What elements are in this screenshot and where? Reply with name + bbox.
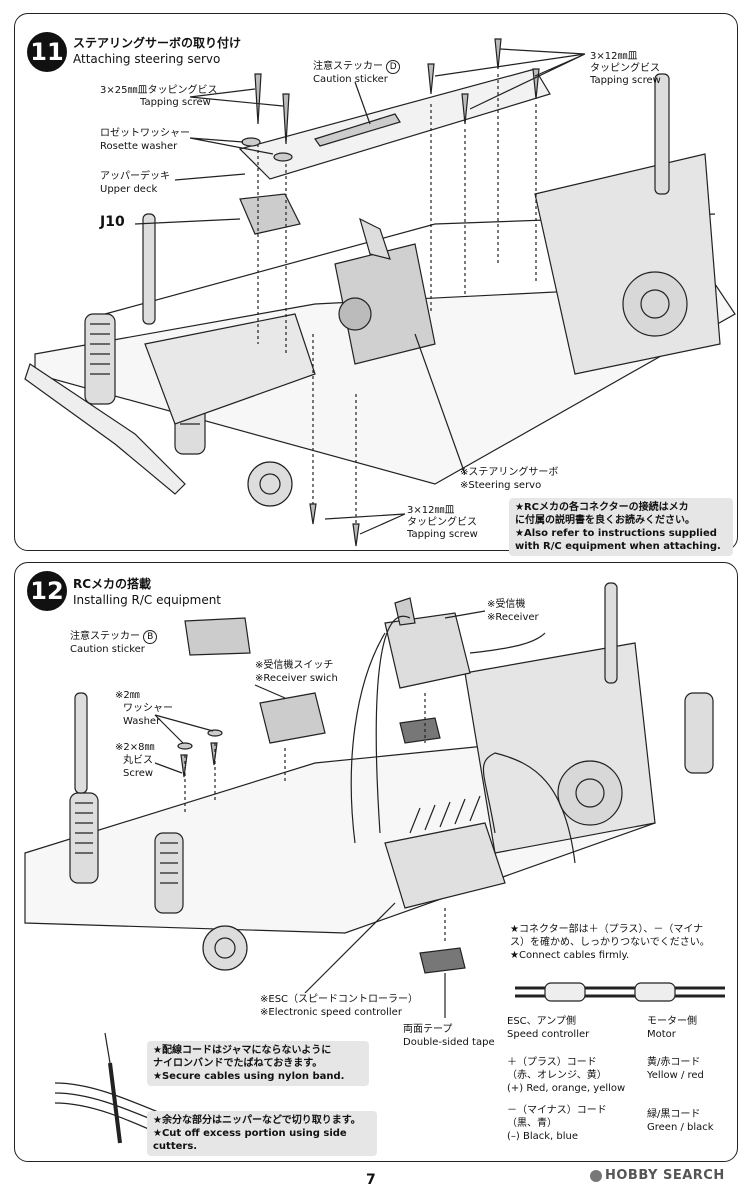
screw-12-bottom-jp2: タッピングビス xyxy=(407,517,477,528)
step-11-illustration xyxy=(24,38,736,547)
washer-en: Washer xyxy=(123,716,161,727)
steering-servo-en: ※Steering servo xyxy=(460,480,542,491)
step-12-title-en: Installing R/C equipment xyxy=(73,593,222,607)
note-jp-line1: ★RCメカの各コネクターの接続はメカ xyxy=(515,502,689,513)
motor-side-jp: モーター側 xyxy=(647,1016,697,1027)
note-jp-line2: に付属の説明書を良くお読みください。 xyxy=(515,515,695,526)
rosette-washer-en: Rosette washer xyxy=(100,141,178,152)
note-en-line2: with R/C equipment when attaching. xyxy=(515,541,721,552)
tape-label-jp: 両面テープ xyxy=(403,1024,453,1035)
plus-motor-jp: 黄/赤コード xyxy=(647,1057,701,1068)
step-12-illustration xyxy=(24,582,725,1144)
motor-side-en: Motor xyxy=(647,1029,676,1040)
caution-sticker-d-jp: 注意ステッカー D xyxy=(313,60,401,74)
part-j10-label: J10 xyxy=(100,214,125,230)
step-11-title-en: Attaching steering servo xyxy=(73,52,221,66)
minus-cord-jp1: －（マイナス）コード xyxy=(507,1105,607,1116)
band-note-en: ★Secure cables using nylon band. xyxy=(153,1071,345,1082)
sticker-letter-d: D xyxy=(386,60,401,74)
cut-note-jp: ★余分な部分はニッパーなどで切り取ります。 xyxy=(153,1115,361,1126)
screw-2x8-jp1: ※2×8㎜ xyxy=(115,742,155,753)
sticker-letter-b: B xyxy=(143,630,158,644)
step-11-title-jp: ステアリングサーボの取り付け xyxy=(73,36,242,50)
plus-cord-jp1: ＋（プラス）コード xyxy=(507,1057,597,1068)
screw-25-label-jp: 3×25㎜皿タッピングビス xyxy=(100,85,218,96)
receiver-en: ※Receiver xyxy=(487,612,539,623)
cut-note-en: ★Cut off excess portion using side cutte… xyxy=(153,1128,347,1152)
note-en-line1: ★Also refer to instructions supplied xyxy=(515,528,717,539)
minus-cord-en: (–) Black, blue xyxy=(507,1131,579,1142)
minus-motor-jp: 緑/黒コード xyxy=(647,1109,701,1120)
screw-12-bottom-en: Tapping screw xyxy=(407,529,478,540)
washer-jp1: ※2㎜ xyxy=(115,690,140,701)
caution-sticker-b-jp: 注意ステッカー B xyxy=(70,630,158,644)
screw-12-right-jp2: タッピングビス xyxy=(590,63,660,74)
plus-motor-en: Yellow / red xyxy=(647,1070,704,1081)
watermark-text: HOBBY SEARCH xyxy=(605,1168,725,1183)
connector-note-en: ★Connect cables firmly. xyxy=(510,950,630,961)
upper-deck-en: Upper deck xyxy=(100,184,158,195)
step-12-title-jp: RCメカの搭載 xyxy=(73,577,152,591)
esc-side-jp: ESC、アンプ側 xyxy=(507,1016,576,1027)
esc-label-en: ※Electronic speed controller xyxy=(260,1007,402,1018)
watermark-logo: HOBBY SEARCH xyxy=(590,1168,725,1183)
screw-25-label-en: Tapping screw xyxy=(140,97,211,108)
watermark-icon xyxy=(590,1169,602,1182)
connector-note-jp2: ス）を確かめ、しっかりつないでください。 xyxy=(510,937,710,948)
step-11-panel: 11 ステアリングサーボの取り付け Attaching steering ser… xyxy=(14,13,738,556)
screw-12-right-jp1: 3×12㎜皿 xyxy=(590,51,638,62)
screw-12-right-en: Tapping screw xyxy=(590,75,661,86)
plus-cord-jp2: （赤、オレンジ、黄） xyxy=(507,1070,607,1081)
tape-label-en: Double-sided tape xyxy=(403,1037,495,1048)
step-12-panel: 12 RCメカの搭載 Installing R/C equipment 注意ステ… xyxy=(14,562,738,1162)
plus-cord-en: (+) Red, orange, yellow xyxy=(507,1083,626,1094)
receiver-jp: ※受信機 xyxy=(487,599,526,610)
step-number-12: 12 xyxy=(27,571,67,611)
minus-cord-jp2: （黒、青） xyxy=(507,1118,557,1129)
receiver-switch-jp: ※受信機スイッチ xyxy=(255,660,334,671)
rc-instructions-note: ★RCメカの各コネクターの接続はメカ に付属の説明書を良くお読みください。 ★A… xyxy=(509,498,733,556)
page-number: 7 xyxy=(366,1172,376,1188)
minus-motor-en: Green / black xyxy=(647,1122,714,1133)
esc-side-en: Speed controller xyxy=(507,1029,590,1040)
steering-servo-jp: ※ステアリングサーボ xyxy=(460,467,559,478)
receiver-switch-en: ※Receiver swich xyxy=(255,673,338,684)
screw-12-bottom-jp1: 3×12㎜皿 xyxy=(407,505,455,516)
nylon-band-note: ★配線コードはジャマにならないように ナイロンバンドでたばねておきます。 ★Se… xyxy=(147,1041,369,1086)
screw-2x8-en: Screw xyxy=(123,768,154,779)
band-note-jp1: ★配線コードはジャマにならないように xyxy=(153,1045,332,1056)
rosette-washer-jp: ロゼットワッシャー xyxy=(100,128,190,139)
side-cutter-note: ★余分な部分はニッパーなどで切り取ります。 ★Cut off excess po… xyxy=(147,1111,377,1156)
esc-label-jp: ※ESC（スピードコントローラー） xyxy=(260,994,419,1005)
step-number-11: 11 xyxy=(27,32,67,72)
upper-deck-jp: アッパーデッキ xyxy=(100,171,170,182)
caution-sticker-b-en: Caution sticker xyxy=(70,644,145,655)
caution-sticker-d-en: Caution sticker xyxy=(313,74,388,85)
screw-2x8-jp2: 丸ビス xyxy=(123,755,153,766)
washer-jp2: ワッシャー xyxy=(123,703,173,714)
connector-note-jp1: ★コネクター部は＋（プラス）、－（マイナ xyxy=(510,924,704,935)
band-note-jp2: ナイロンバンドでたばねておきます。 xyxy=(153,1058,323,1069)
